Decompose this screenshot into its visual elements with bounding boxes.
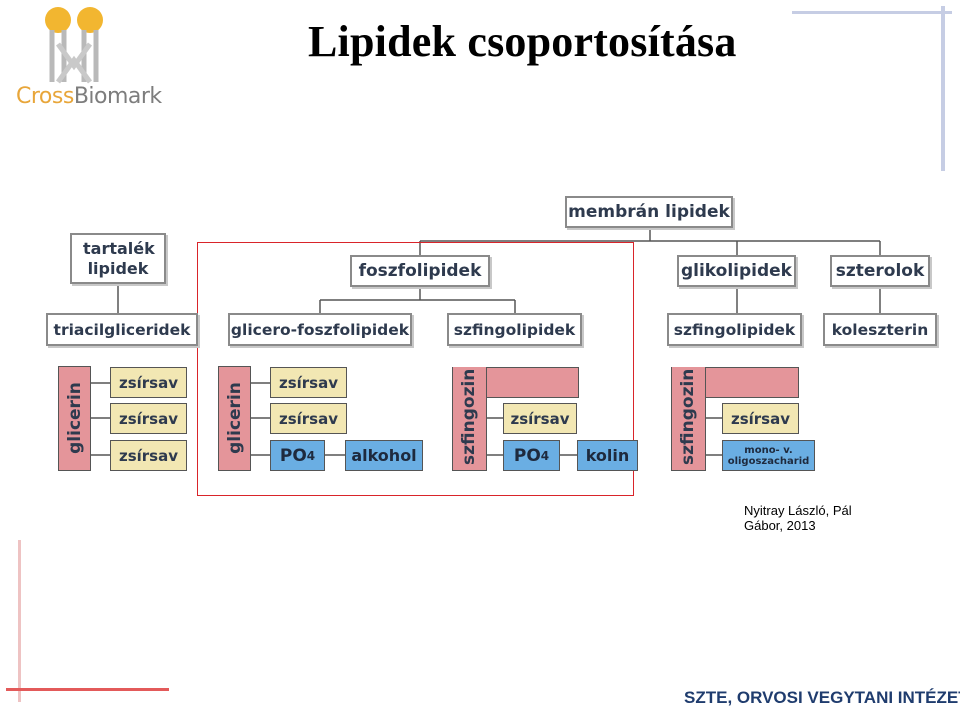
node-triacylglycerides: triacilgliceridek (46, 313, 198, 346)
glycerol-label: glicerin (225, 382, 245, 454)
glycerol-label: glicerin (65, 382, 85, 454)
fatty-acid-box: zsírsav (270, 403, 347, 434)
saccharide-box: mono- v. oligoszacharid (722, 440, 815, 471)
choline-box: kolin (577, 440, 638, 471)
node-storage-lipids-label: tartalék lipidek (83, 238, 155, 278)
fatty-acid-box: zsírsav (110, 440, 187, 471)
sphingosine-joint-mask (673, 368, 704, 400)
fatty-acid-box: zsírsav (110, 367, 187, 398)
phosphate-label: PO (279, 445, 307, 466)
node-sphingolipids-glyco: szfingolipidek (667, 313, 802, 346)
highlight-frame (197, 242, 634, 496)
right-decor-line (941, 6, 945, 171)
author-credit: Nyitray László, Pál Gábor, 2013 (744, 503, 852, 533)
glycerol-backbone (58, 366, 91, 471)
node-cholesterol: koleszterin (823, 313, 937, 346)
author-credit-line1: Nyitray László, Pál (744, 503, 852, 518)
sphingosine-joint-mask (454, 368, 485, 400)
crossbiomark-logo (16, 4, 146, 116)
left-decor-line (18, 540, 21, 702)
fatty-acid-box: zsírsav (722, 403, 799, 434)
glycerol-backbone (218, 366, 251, 471)
institute-footer: SZTE, ORVOSI VEGYTANI INTÉZET (684, 688, 960, 707)
logo-wordmark: CrossBiomark (16, 84, 162, 109)
node-sterols: szterolok (830, 255, 930, 287)
fatty-acid-box: zsírsav (503, 403, 577, 434)
node-sphingolipids-phospho: szfingolipidek (447, 313, 582, 346)
alcohol-box: alkohol (345, 440, 423, 471)
top-right-decor-line (792, 11, 952, 14)
node-storage-lipids: tartalék lipidek (70, 233, 166, 284)
saccharide-label-line1: mono- v. (744, 444, 793, 456)
page-title: Lipidek csoportosítása (308, 17, 737, 66)
crossbiomark-logo-mark (45, 7, 103, 84)
phosphate-label: PO (513, 445, 541, 466)
sphingosine-label: szfingozin (459, 368, 479, 465)
node-glycerophospholipids: glicero-foszfolipidek (228, 313, 412, 346)
fatty-acid-box: zsírsav (270, 367, 347, 398)
node-membrane-lipids: membrán lipidek (565, 196, 733, 228)
author-credit-line2: Gábor, 2013 (744, 518, 816, 533)
fatty-acid-box: zsírsav (110, 403, 187, 434)
phosphate-subscript: 4 (540, 448, 550, 463)
node-glycolipids: glikolipidek (677, 255, 796, 287)
sphingosine-label: szfingozin (678, 368, 698, 465)
saccharide-label-line2: oligoszacharid (727, 455, 810, 467)
node-phospholipids: foszfolipidek (350, 255, 490, 287)
bottom-decor-line (6, 688, 169, 691)
phosphate-subscript: 4 (306, 448, 316, 463)
